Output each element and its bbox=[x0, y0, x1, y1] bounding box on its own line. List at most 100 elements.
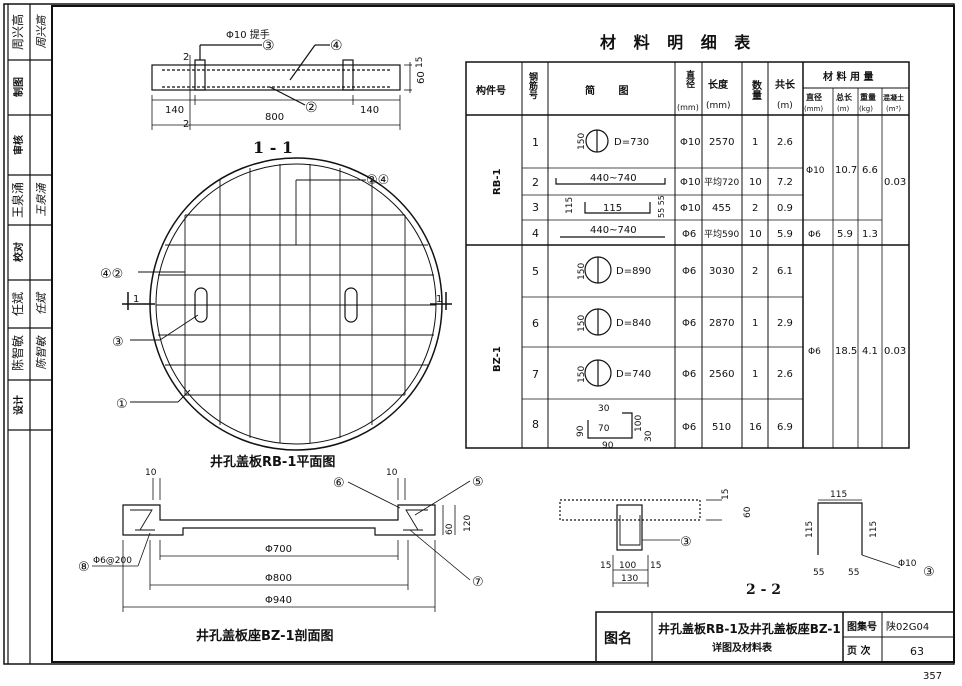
th-u-total: 总长 bbox=[836, 92, 853, 102]
member-bz1: BZ-1 bbox=[492, 346, 503, 372]
row8-dia: Φ6 bbox=[682, 422, 696, 433]
row3-sketch bbox=[584, 202, 651, 214]
row6-total: 2.9 bbox=[777, 318, 793, 329]
row7-sketch bbox=[584, 359, 612, 387]
row6-no: 6 bbox=[532, 317, 539, 330]
table-title: 材 料 明 细 表 bbox=[600, 33, 756, 52]
bz1-title: 井孔盖板座BZ-1剖面图 bbox=[196, 628, 334, 644]
sidebar-signature-3: 任斌 bbox=[35, 291, 48, 315]
s22-d130: 130 bbox=[621, 574, 638, 584]
row2-len: 平均720 bbox=[704, 176, 739, 188]
bz1-c5: ⑤ bbox=[472, 475, 484, 490]
rb1-usage0-weight: 6.6 bbox=[862, 165, 878, 176]
sidebar-row-3: 任斌 任斌 设计 bbox=[11, 291, 48, 415]
row6-sketch-label: D=840 bbox=[616, 318, 651, 329]
row4-sketch-label: 440~740 bbox=[590, 225, 637, 236]
rb1-usage1-total: 5.9 bbox=[837, 229, 853, 240]
th-diameter: 直径 bbox=[684, 69, 695, 89]
row3-sketch-dim: 115 bbox=[565, 197, 575, 214]
row2-sketch-label: 440~740 bbox=[590, 173, 637, 184]
row8-no: 8 bbox=[532, 418, 539, 431]
bz1-usage0-total: 18.5 bbox=[835, 346, 857, 357]
th-length-unit: (mm) bbox=[706, 101, 731, 111]
bz1-d800: Φ800 bbox=[265, 573, 292, 584]
s11-dim-60: 60 bbox=[416, 71, 427, 84]
rb1-usage1-weight: 1.3 bbox=[862, 229, 878, 240]
plan-cut-right: 1 bbox=[436, 294, 442, 305]
s11-bar3-label: Φ10 提手 bbox=[226, 28, 270, 41]
bz1-bar8: Φ6@200 bbox=[93, 556, 132, 566]
s11-dim-right: 140 bbox=[360, 105, 379, 116]
plan-cut-left: 1 bbox=[133, 294, 139, 305]
row8-dim-top: 30 bbox=[598, 404, 610, 414]
th-member: 构件号 bbox=[476, 84, 506, 97]
s11-circle4: ④ bbox=[330, 38, 343, 54]
bz1-d10a: 10 bbox=[145, 468, 157, 478]
th-u-dia-unit: (mm) bbox=[804, 105, 823, 113]
row3-total: 0.9 bbox=[777, 203, 793, 214]
hd-b1: 55 bbox=[813, 568, 824, 578]
tb-atlas-value: 陕02G04 bbox=[886, 620, 929, 633]
s11-cut-bottom: 2 bbox=[183, 119, 189, 130]
row7-sketch-dim: 150 bbox=[577, 366, 587, 383]
sidebar-signature-1: 陈智敏 bbox=[35, 335, 48, 370]
plan-view bbox=[122, 157, 452, 451]
s11-dim-left: 140 bbox=[165, 105, 184, 116]
s11-cut-top: 2 bbox=[183, 52, 189, 63]
row1-sketch-dim: 150 bbox=[577, 133, 587, 150]
handle-right bbox=[342, 59, 354, 91]
row6-len: 2870 bbox=[709, 318, 734, 329]
s22-slab bbox=[559, 499, 701, 521]
row6-dia: Φ6 bbox=[682, 318, 696, 329]
bz1-c6: ⑥ bbox=[333, 476, 345, 491]
sidebar-signature-0: 周兴高 bbox=[35, 14, 48, 49]
inner-frame bbox=[51, 5, 955, 663]
row1-total: 2.6 bbox=[777, 137, 793, 148]
th-sketch: 简 图 bbox=[585, 84, 638, 97]
s22-d15a: 15 bbox=[600, 561, 611, 571]
row4-count: 10 bbox=[749, 229, 762, 240]
row3-dia: Φ10 bbox=[680, 203, 701, 214]
hd-top: 115 bbox=[830, 490, 847, 500]
row8-count: 16 bbox=[749, 422, 762, 433]
plan-label-42: ④② bbox=[100, 267, 123, 282]
row5-no: 5 bbox=[532, 265, 539, 278]
handle-detail bbox=[817, 499, 901, 569]
tb-atlas-label: 图集号 bbox=[847, 620, 877, 633]
row8-dim-right2: 30 bbox=[644, 430, 654, 442]
row2-dia: Φ10 bbox=[680, 177, 701, 188]
row6-sketch-dim: 150 bbox=[577, 315, 587, 332]
sidebar-name-2: 王泉涌 bbox=[11, 182, 25, 218]
s11-circle2: ② bbox=[305, 100, 318, 116]
row3-sketch-label: 115 bbox=[603, 203, 622, 214]
bz1-d700: Φ700 bbox=[265, 544, 292, 555]
row5-sketch bbox=[584, 256, 612, 284]
row7-count: 1 bbox=[752, 369, 758, 380]
row1-no: 1 bbox=[532, 136, 539, 149]
sidebar-row-1: 陈智敏 陈智敏 审核 bbox=[10, 135, 48, 371]
leader-4 bbox=[289, 44, 316, 81]
row5-sketch-dim: 150 bbox=[577, 263, 587, 280]
th-u-dia: 直径 bbox=[806, 92, 822, 102]
row1-dia: Φ10 bbox=[680, 137, 701, 148]
row5-count: 2 bbox=[752, 266, 758, 277]
row4-len: 平均590 bbox=[704, 228, 739, 240]
row3-len: 455 bbox=[712, 203, 731, 214]
sidebar-role-0: 制图 bbox=[12, 77, 25, 97]
row2-no: 2 bbox=[532, 176, 539, 189]
th-u-total-unit: (m) bbox=[837, 105, 850, 113]
th-u-weight-unit: (kg) bbox=[859, 105, 873, 113]
plan-label-3: ③ bbox=[112, 335, 124, 350]
s22-d60: 60 bbox=[743, 506, 753, 518]
row3-count: 2 bbox=[752, 203, 758, 214]
sidebar-signature-2: 王泉涌 bbox=[35, 182, 48, 217]
plan-label-1: ① bbox=[116, 397, 128, 412]
bz1-d10b: 10 bbox=[386, 468, 398, 478]
row7-total: 2.6 bbox=[777, 369, 793, 380]
row4-no: 4 bbox=[532, 227, 539, 240]
th-diameter-unit: (mm) bbox=[677, 103, 699, 112]
row6-count: 1 bbox=[752, 318, 758, 329]
sidebar-name-1: 陈智敏 bbox=[10, 335, 25, 371]
row5-sketch-label: D=890 bbox=[616, 266, 651, 277]
s22-d15: 15 bbox=[721, 489, 731, 500]
